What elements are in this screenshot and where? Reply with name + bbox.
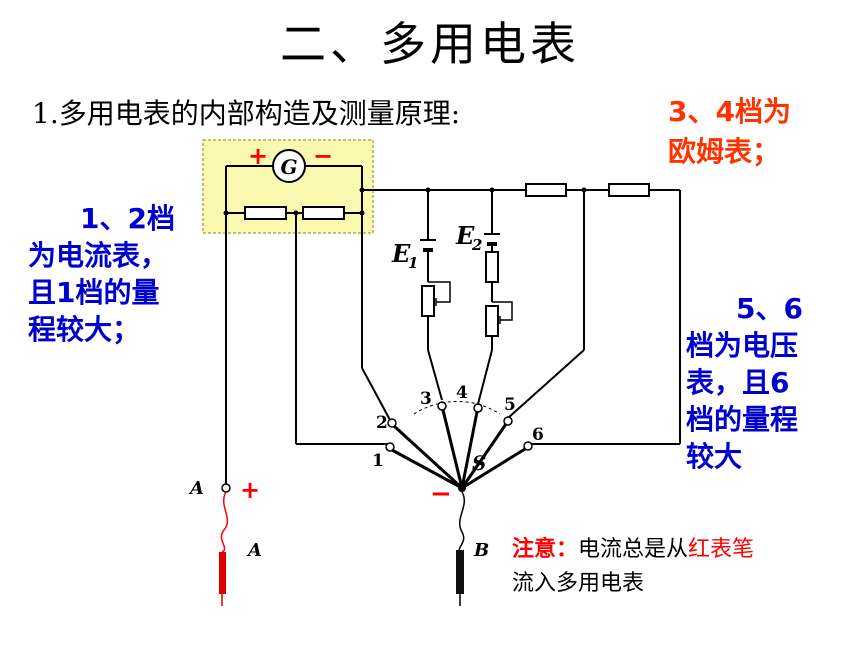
e1-subscript: 1 (408, 254, 418, 272)
ammeter-note-line: 1、2档 (80, 202, 175, 235)
shunt-resistor-2 (302, 206, 345, 220)
voltmeter-note-line: 档为电压 (686, 329, 799, 362)
galvanometer-label: G (280, 155, 297, 179)
terminal-a (221, 483, 231, 493)
galvanometer-icon (272, 149, 306, 183)
page-title: 二、多用电表 (280, 17, 580, 71)
selector-label: S (472, 451, 486, 475)
probe-leads (220, 491, 465, 553)
attention-note: 注意：电流总是从红表笔 流入多用电表 (512, 532, 754, 601)
e2-resistor (485, 251, 499, 283)
galvanometer-plus: + (248, 142, 268, 170)
galvanometer-minus: − (313, 142, 333, 170)
position-5-label: 5 (504, 395, 516, 415)
attention-text-1: 电流总是从 (578, 537, 689, 562)
position-1-label: 1 (372, 451, 384, 471)
junction-dots (223, 187, 587, 492)
voltmeter-note-line: 较大 (686, 440, 743, 473)
attention-prefix: 注意： (512, 536, 579, 562)
ohmmeter-note-line: 欧姆表； (668, 135, 781, 168)
shunt-resistor-1 (244, 206, 287, 220)
red-probe (219, 552, 226, 594)
position-2-label: 2 (376, 413, 388, 433)
batteries (420, 233, 500, 252)
position-numbers: 1 2 3 4 5 6 (372, 383, 544, 471)
series-resistor-1 (525, 183, 567, 197)
resistors (244, 183, 650, 337)
terminal-a-plus: + (240, 476, 260, 504)
circuit-wires (225, 165, 681, 490)
black-probe-label: B (473, 540, 489, 561)
voltmeter-note-line: 5、6 (736, 292, 803, 325)
selector-contacts (385, 401, 533, 452)
ammeter-note-line: 为电流表， (28, 239, 169, 272)
voltmeter-note-line: 档的量程 (686, 403, 799, 436)
voltmeter-note-line: 表，且6 (686, 366, 790, 399)
rheostat-sliders (428, 281, 513, 324)
section-heading: 1.多用电表的内部构造及测量原理: (32, 97, 461, 130)
rheostat-1 (421, 285, 435, 317)
black-probe (456, 550, 464, 594)
attention-highlight: 红表笔 (688, 537, 755, 562)
position-4-label: 4 (456, 383, 468, 403)
voltmeter-note: 5、6 档为电压 表，且6 档的量程 较大 (686, 290, 803, 475)
ohmmeter-note: 3、4档为 欧姆表； (668, 92, 791, 172)
e2-subscript: 2 (471, 236, 482, 254)
ohmmeter-note-line: 3、4档为 (668, 95, 791, 128)
e1-label: E (391, 239, 411, 268)
e2-label: E (455, 221, 475, 250)
position-3-label: 3 (420, 389, 432, 409)
ammeter-note-line: 程较大； (28, 313, 141, 346)
terminal-a-label: A (188, 478, 204, 499)
b-terminal-minus: − (430, 479, 452, 509)
rheostat-2 (485, 305, 499, 337)
position-6-label: 6 (532, 425, 544, 445)
attention-text-2: 流入多用电表 (512, 571, 645, 596)
series-resistor-2 (608, 183, 650, 197)
selector-arc (413, 401, 501, 415)
ammeter-note: 1、2档 为电流表， 且1档的量 程较大； (28, 200, 175, 348)
red-probe-label: A (246, 540, 262, 561)
ammeter-note-line: 且1档的量 (28, 276, 160, 309)
